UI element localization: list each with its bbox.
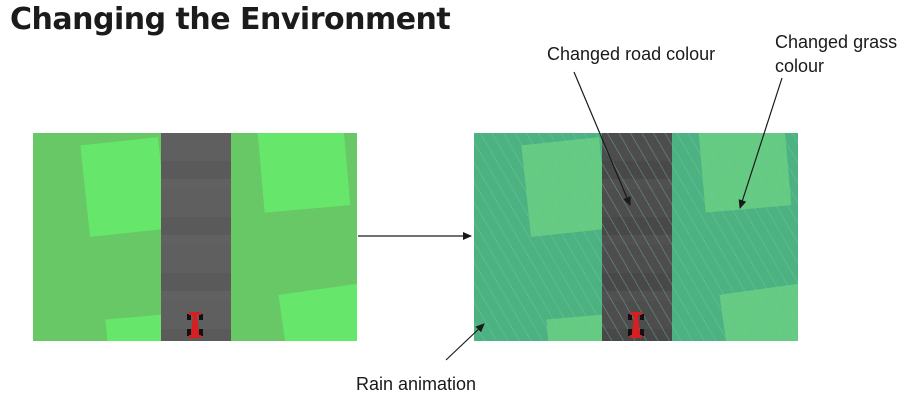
rain-animation-pointer-arrow — [445, 323, 485, 361]
grass-colour-label: Changed grass colour — [775, 30, 897, 78]
race-car-icon — [187, 312, 203, 338]
slide-title: Changing the Environment — [10, 2, 451, 37]
race-car-icon — [628, 312, 644, 338]
road-colour-pointer-arrow — [573, 71, 631, 206]
grass-colour-label-line1: Changed grass — [775, 32, 898, 52]
grass-colour-label-line2: colour — [775, 56, 825, 76]
original-environment-screenshot — [33, 133, 357, 341]
grass-colour-pointer-arrow — [738, 77, 783, 209]
rain-animation-label: Rain animation — [356, 374, 477, 394]
road-colour-label: Changed road colour — [547, 44, 716, 64]
road — [161, 133, 231, 341]
